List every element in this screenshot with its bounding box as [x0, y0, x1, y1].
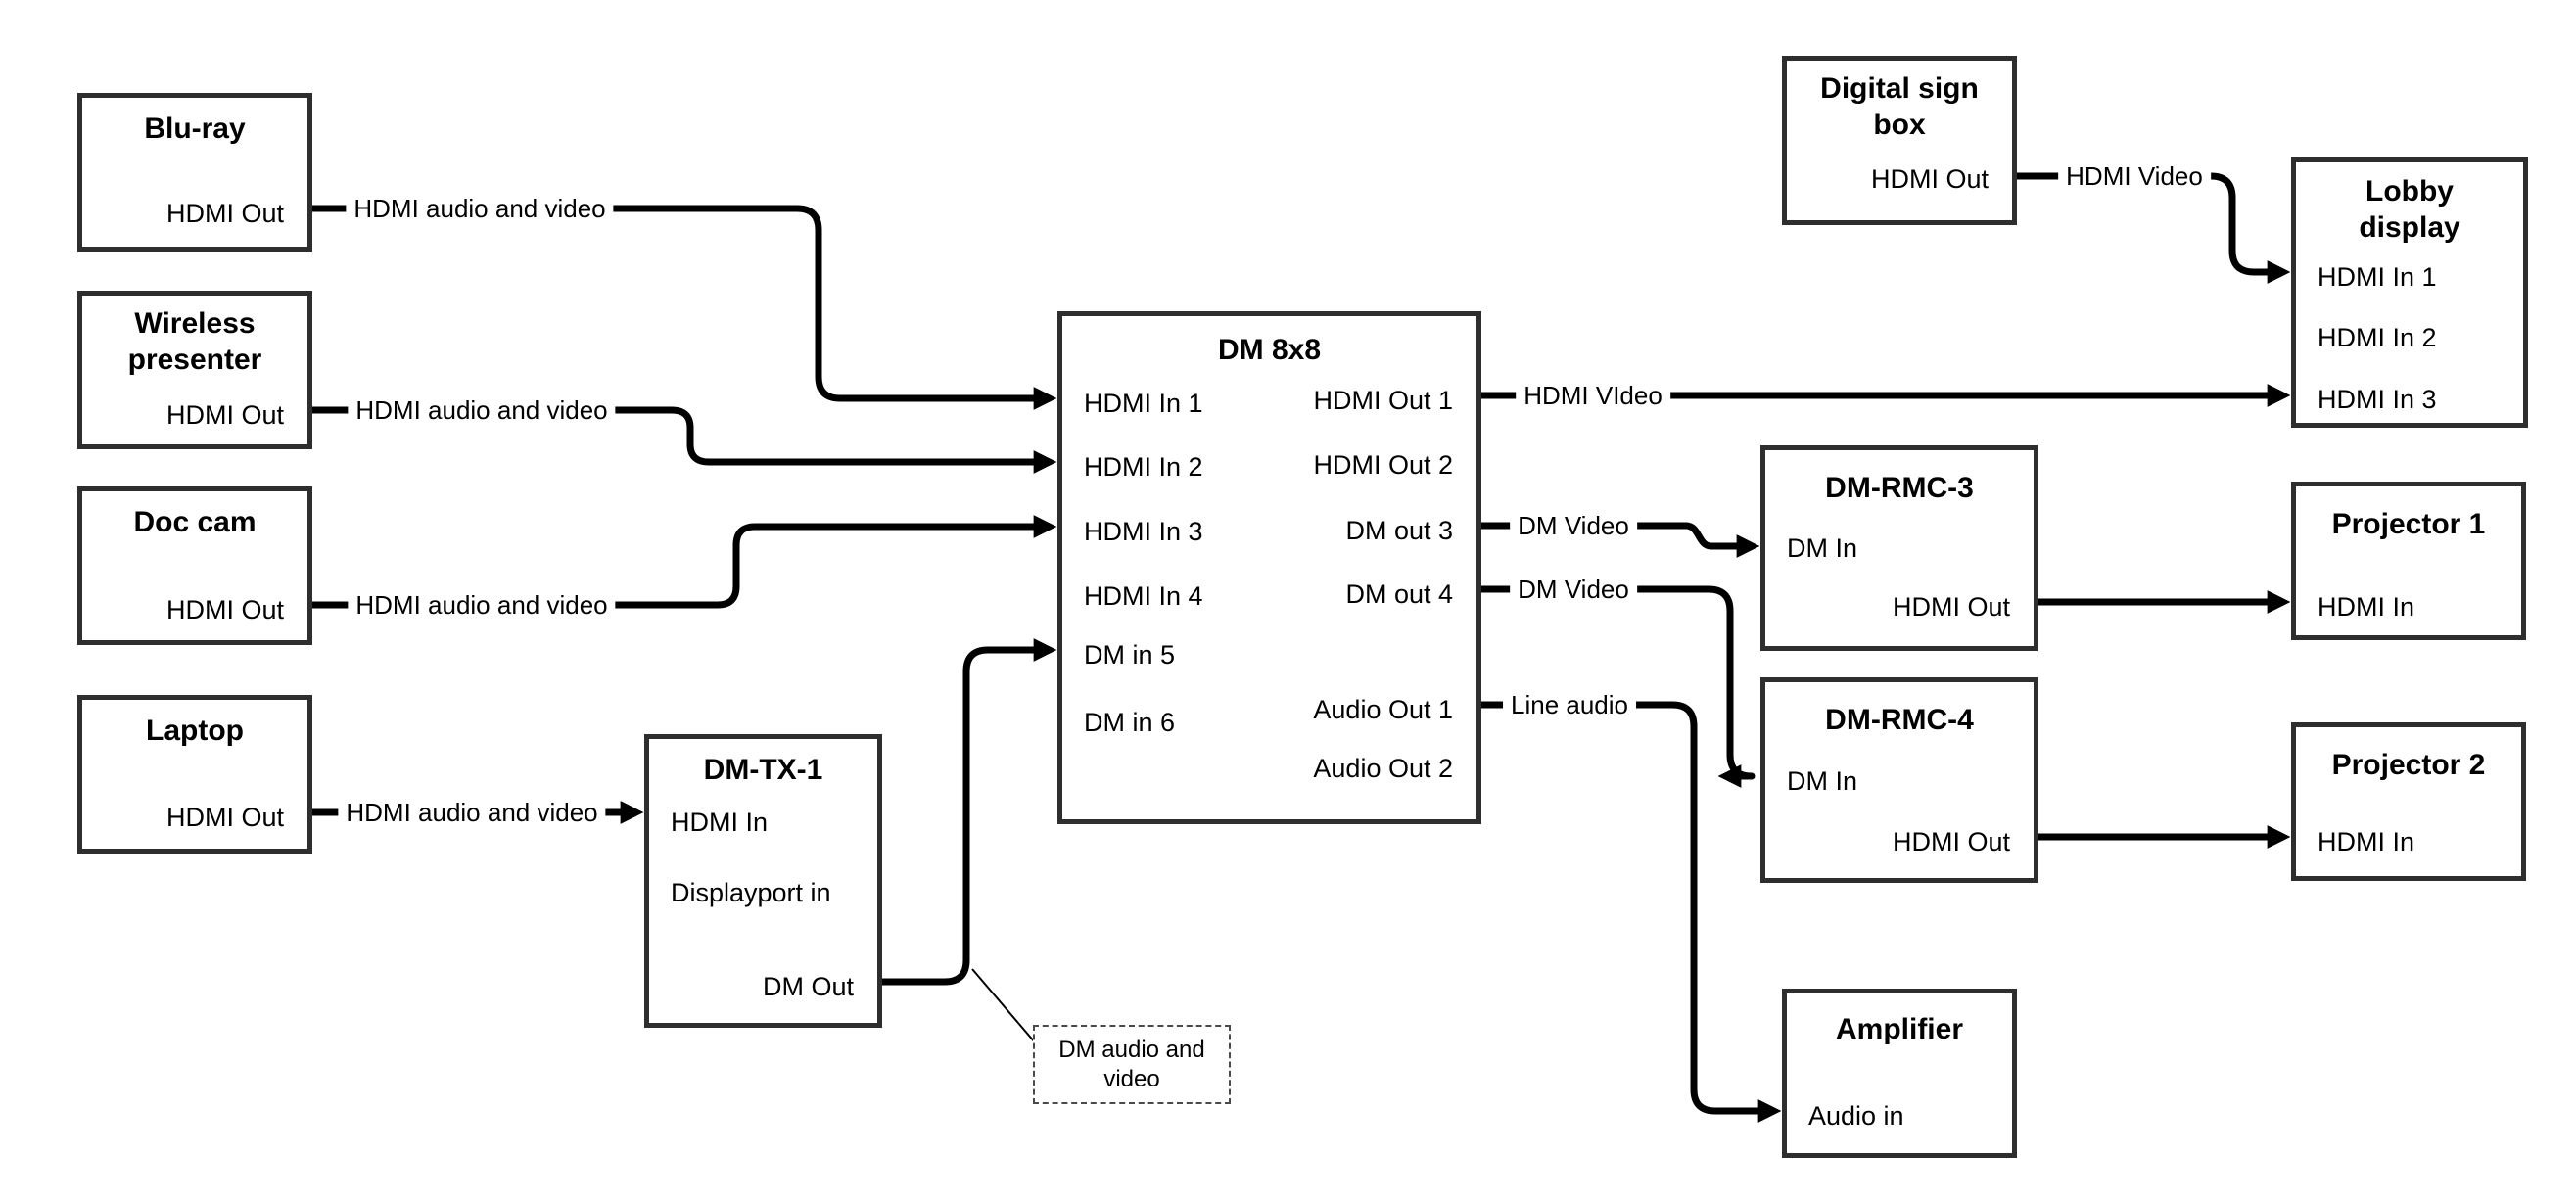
device-projector-2: Projector 2 HDMI In [2291, 722, 2526, 881]
device-title: Digital sign box [1820, 72, 1979, 141]
device-title: DM-TX-1 [703, 754, 823, 786]
wire-dm8x8-out4-to-dmrmc4 [1481, 585, 1756, 788]
note-dm-audio-video: DM audio and video [1033, 1025, 1231, 1104]
wire-label-dm-video-3: DM Video [1510, 511, 1637, 540]
port-dm-in: DM In [1787, 533, 1858, 563]
port-hdmi-in: HDMI In [671, 808, 769, 837]
device-title: DM 8x8 [1217, 334, 1322, 366]
port-hdmi-out: HDMI Out [1892, 592, 2010, 622]
device-amplifier: Amplifier Audio in [1782, 989, 2017, 1158]
port-hdmi-out-2: HDMI Out 2 [1313, 450, 1453, 480]
port-hdmi-out: HDMI Out [165, 595, 284, 624]
wire-label-hdmi-video-main: HDMI VIdeo [1516, 381, 1670, 410]
port-hdmi-out: HDMI Out [165, 400, 284, 430]
wire-doccam-to-dm8x8-in3 [312, 515, 1057, 609]
device-title: Lobby display [2359, 175, 2460, 244]
port-hdmi-in-1: HDMI In 1 [2318, 262, 2437, 292]
wire-label-line-audio: Line audio [1503, 690, 1636, 719]
device-title: Amplifier [1835, 1013, 1964, 1045]
port-hdmi-in-3: HDMI In 3 [2318, 385, 2437, 414]
device-title: Projector 2 [2331, 749, 2486, 781]
wire-label-bluray: HDMI audio and video [346, 194, 614, 223]
wire-label-laptop: HDMI audio and video [338, 798, 606, 827]
port-dm-out: DM Out [762, 972, 854, 1001]
device-title: Doc cam [133, 506, 257, 538]
device-projector-1: Projector 1 HDMI In [2291, 482, 2526, 640]
device-title: Blu-ray [144, 113, 246, 145]
device-dm-rmc-4: DM-RMC-4 DM In HDMI Out [1760, 677, 2038, 883]
wire-dmtx1-to-dm8x8-in5 [882, 638, 1057, 986]
port-hdmi-in-4: HDMI In 4 [1084, 581, 1203, 611]
device-wireless-presenter: Wireless presenter HDMI Out [77, 291, 312, 449]
wire-wireless-to-dm8x8-in2 [312, 406, 1057, 474]
device-doc-cam: Doc cam HDMI Out [77, 486, 312, 645]
port-dm-in-5: DM in 5 [1084, 640, 1176, 670]
port-hdmi-out-1: HDMI Out 1 [1313, 386, 1453, 415]
wire-label-doccam: HDMI audio and video [348, 590, 616, 620]
note-text: DM audio and video [1058, 1037, 1205, 1092]
port-displayport-in: Displayport in [671, 878, 831, 907]
device-digital-sign-box: Digital sign box HDMI Out [1782, 56, 2017, 225]
device-dm-8x8: DM 8x8 HDMI In 1 HDMI In 2 HDMI In 3 HDM… [1057, 311, 1481, 824]
wire-dm8x8-out3-to-dmrmc3 [1481, 522, 1760, 558]
port-hdmi-in: HDMI In [2318, 827, 2415, 856]
port-hdmi-in: HDMI In [2318, 592, 2415, 622]
port-hdmi-out: HDMI Out [165, 199, 284, 228]
wire-label-hdmi-video-sign: HDMI Video [2058, 162, 2211, 191]
port-dm-in-6: DM in 6 [1084, 708, 1176, 737]
wire-label-dm-video-4: DM Video [1510, 575, 1637, 604]
wire-label-wireless: HDMI audio and video [348, 395, 616, 425]
port-dm-in: DM In [1787, 766, 1858, 796]
wire-dm8x8-audio1-to-amplifier [1481, 701, 1782, 1123]
port-audio-out-1: Audio Out 1 [1313, 695, 1453, 724]
port-hdmi-in-2: HDMI In 2 [2318, 323, 2437, 352]
device-title: DM-RMC-4 [1825, 704, 1974, 736]
device-title: Wireless presenter [127, 307, 262, 376]
port-hdmi-out: HDMI Out [1870, 164, 1989, 194]
device-blu-ray: Blu-ray HDMI Out [77, 93, 312, 252]
device-dm-rmc-3: DM-RMC-3 DM In HDMI Out [1760, 445, 2038, 651]
port-audio-out-2: Audio Out 2 [1313, 754, 1453, 783]
port-dm-out-4: DM out 4 [1345, 579, 1453, 609]
note-connector-line [971, 968, 1036, 1043]
device-title: Projector 1 [2331, 508, 2486, 540]
port-hdmi-out: HDMI Out [165, 803, 284, 832]
port-hdmi-in-2: HDMI In 2 [1084, 452, 1203, 482]
device-title: Laptop [146, 715, 244, 747]
device-laptop: Laptop HDMI Out [77, 695, 312, 854]
wire-digitalsign-to-lobby-in1 [2017, 172, 2291, 284]
port-hdmi-in-3: HDMI In 3 [1084, 517, 1203, 546]
port-dm-out-3: DM out 3 [1345, 516, 1453, 545]
device-lobby-display: Lobby display HDMI In 1 HDMI In 2 HDMI I… [2291, 157, 2528, 428]
port-audio-in: Audio in [1808, 1101, 1904, 1131]
device-title: DM-RMC-3 [1825, 472, 1974, 504]
port-hdmi-in-1: HDMI In 1 [1084, 389, 1203, 418]
device-dm-tx-1: DM-TX-1 HDMI In Displayport in DM Out [644, 734, 882, 1028]
wire-bluray-to-dm8x8-in1 [312, 205, 1057, 410]
port-hdmi-out: HDMI Out [1892, 827, 2010, 856]
